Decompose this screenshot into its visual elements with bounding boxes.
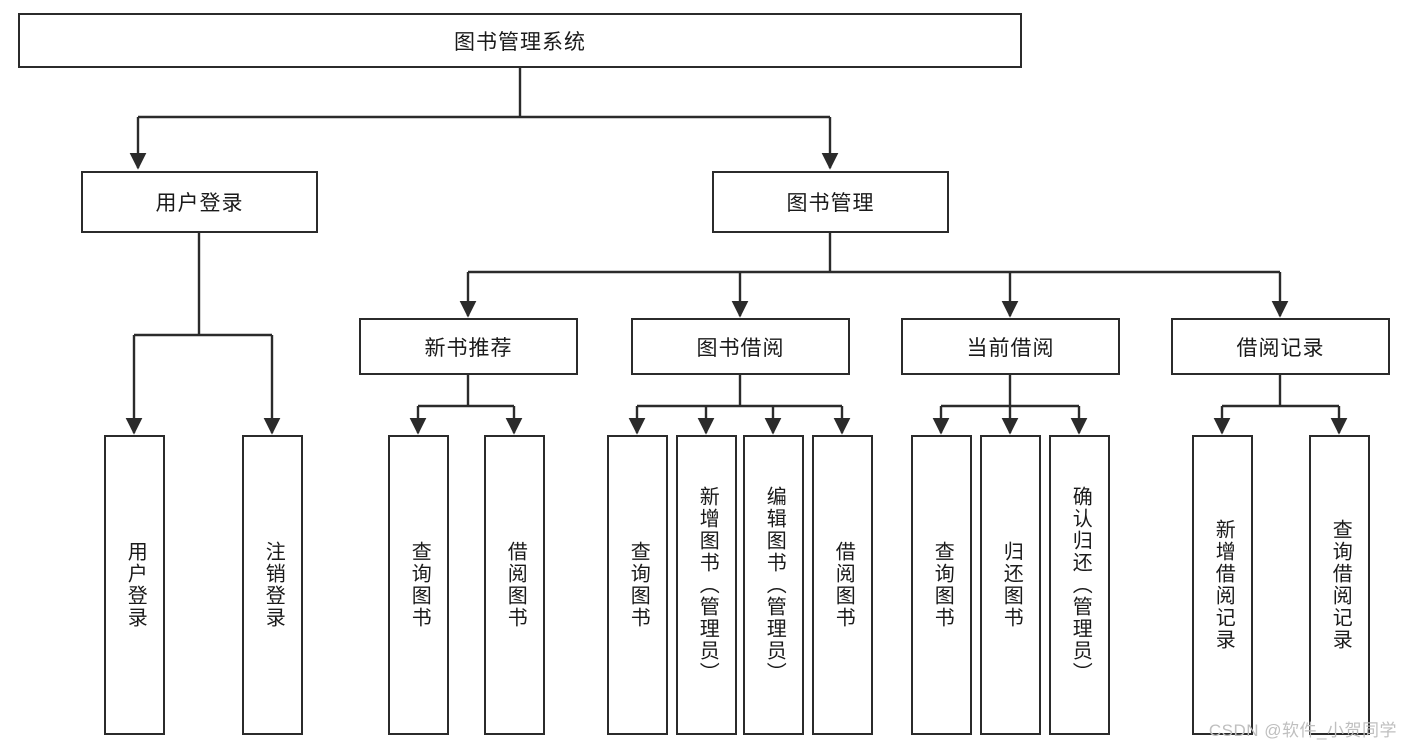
node-label: 新增图书（管理员） [696, 486, 719, 684]
node-label: 查询图书 [627, 541, 650, 629]
node-user-login[interactable]: 用户登录 [81, 171, 318, 233]
csdn-watermark: CSDN @软件_小贺同学 [1208, 721, 1397, 740]
node-label: 新书推荐 [424, 336, 513, 360]
node-label: 用户登录 [124, 541, 147, 629]
node-label: 当前借阅 [966, 336, 1055, 360]
leaf-current-borrow-query[interactable]: 查询图书 [911, 435, 972, 735]
node-root-book-management-system[interactable]: 图书管理系统 [18, 13, 1022, 68]
node-label: 图书借阅 [696, 336, 785, 360]
node-label: 借阅图书 [504, 541, 527, 629]
leaf-user-login-login[interactable]: 用户登录 [104, 435, 165, 735]
leaf-user-login-logout[interactable]: 注销登录 [242, 435, 303, 735]
node-current-borrow[interactable]: 当前借阅 [901, 318, 1120, 375]
node-label: 用户登录 [155, 192, 244, 215]
node-label: 借阅图书 [832, 541, 855, 629]
leaf-current-borrow-confirm-return[interactable]: 确认归还（管理员） [1049, 435, 1110, 735]
node-book-management[interactable]: 图书管理 [712, 171, 949, 233]
node-label: 编辑图书（管理员） [763, 486, 786, 684]
leaf-book-borrow-edit[interactable]: 编辑图书（管理员） [743, 435, 804, 735]
node-label: 借阅记录 [1236, 336, 1325, 360]
node-label: 查询借阅记录 [1329, 519, 1352, 651]
node-book-borrow[interactable]: 图书借阅 [631, 318, 850, 375]
node-label: 新增借阅记录 [1212, 519, 1235, 651]
leaf-borrow-record-add[interactable]: 新增借阅记录 [1192, 435, 1253, 735]
node-new-book-recommend[interactable]: 新书推荐 [359, 318, 578, 375]
node-label: 归还图书 [1000, 541, 1023, 629]
node-label: 注销登录 [262, 541, 285, 629]
leaf-book-borrow-add[interactable]: 新增图书（管理员） [676, 435, 737, 735]
leaf-current-borrow-return[interactable]: 归还图书 [980, 435, 1041, 735]
leaf-new-book-query[interactable]: 查询图书 [388, 435, 449, 735]
node-label: 查询图书 [408, 541, 431, 629]
leaf-book-borrow-borrow[interactable]: 借阅图书 [812, 435, 873, 735]
leaf-new-book-borrow[interactable]: 借阅图书 [484, 435, 545, 735]
leaf-book-borrow-query[interactable]: 查询图书 [607, 435, 668, 735]
node-borrow-record[interactable]: 借阅记录 [1171, 318, 1390, 375]
node-label: 图书管理 [786, 192, 875, 215]
node-label: 确认归还（管理员） [1069, 486, 1092, 684]
node-label: 图书管理系统 [454, 30, 586, 54]
leaf-borrow-record-query[interactable]: 查询借阅记录 [1309, 435, 1370, 735]
node-label: 查询图书 [931, 541, 954, 629]
